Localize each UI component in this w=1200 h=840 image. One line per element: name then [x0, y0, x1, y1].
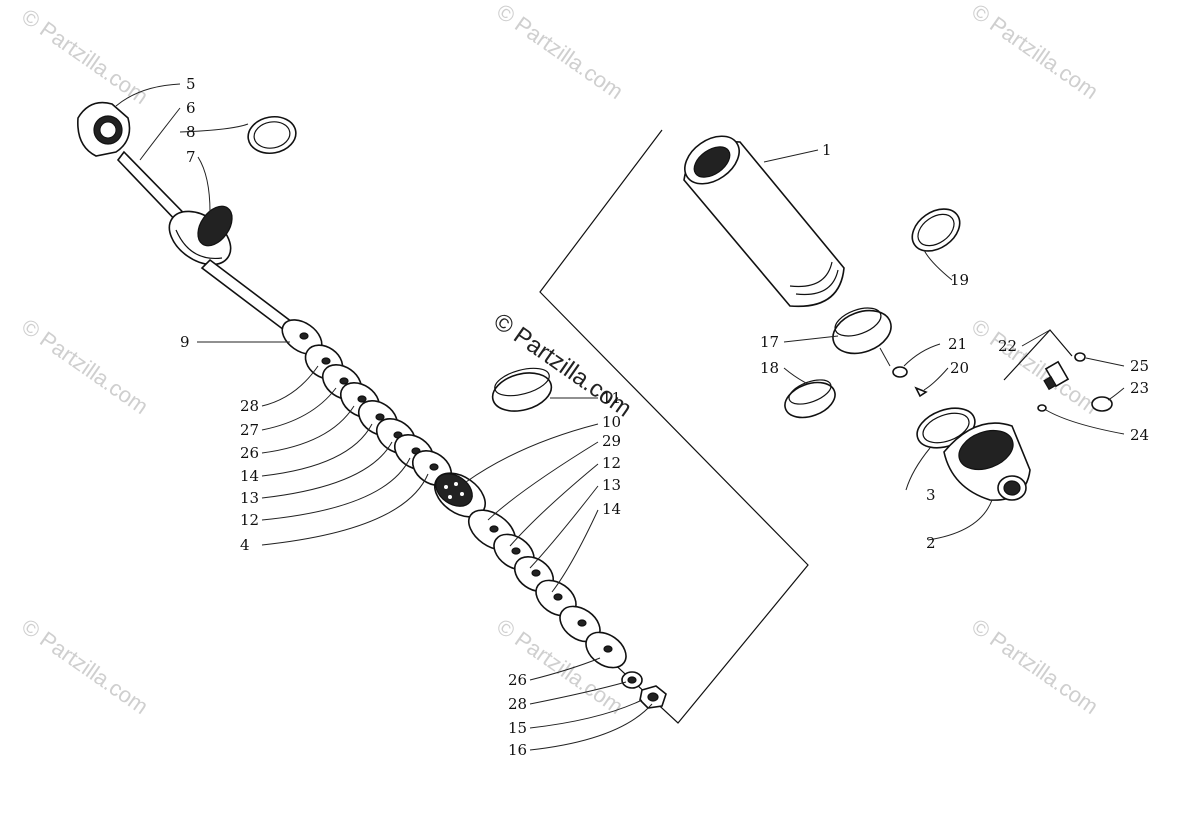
- callout-16: 16: [508, 741, 527, 759]
- piston-rod-assembly: [77, 101, 297, 332]
- adjuster-collar-part: [832, 307, 892, 355]
- small-washer-part: [892, 366, 908, 378]
- body-o-ring-part: [911, 208, 961, 252]
- o-ring-part: [247, 115, 297, 155]
- callout-26-upper: 26: [240, 444, 259, 462]
- callout-8: 8: [186, 123, 196, 141]
- callout-22: 22: [998, 337, 1017, 355]
- callout-24: 24: [1130, 426, 1149, 444]
- watermark: © Partzilla.com: [17, 4, 153, 110]
- seal-housing-part: [168, 205, 233, 266]
- callout-6: 6: [186, 99, 196, 117]
- callout-25: 25: [1130, 357, 1149, 375]
- valve-washer-stack-lower: [468, 509, 627, 669]
- watermark: © Partzilla.com: [17, 614, 153, 720]
- rod-eye-end-part: [77, 101, 131, 157]
- callout-labels: 5 6 8 7 9 28 27 26 14 13 12 4 11 10 29 1…: [180, 75, 1149, 759]
- callout-20: 20: [950, 359, 969, 377]
- callout-10: 10: [602, 413, 621, 431]
- callout-27: 27: [240, 421, 259, 439]
- callout-15: 15: [508, 719, 527, 737]
- watermark: © Partzilla.com: [967, 0, 1103, 104]
- callout-2: 2: [926, 534, 936, 552]
- callout-26-lower: 26: [508, 671, 527, 689]
- callout-28-upper: 28: [240, 397, 259, 415]
- o-ring-inner: [253, 121, 291, 149]
- callout-13-upper: 13: [240, 489, 259, 507]
- watermark: © Partzilla.com: [967, 614, 1103, 720]
- air-valve-part: [1043, 360, 1070, 391]
- callout-11: 11: [602, 389, 621, 407]
- callout-21: 21: [948, 335, 967, 353]
- callout-14-upper: 14: [240, 467, 259, 485]
- watermark: © Partzilla.com: [17, 314, 153, 420]
- lower-eye-mount-part: [943, 422, 1031, 501]
- shock-body-tube-part: [683, 135, 845, 308]
- callout-14-lower: 14: [602, 500, 621, 518]
- callout-23: 23: [1130, 379, 1149, 397]
- retaining-ring-part: [784, 381, 836, 419]
- callout-5: 5: [186, 75, 196, 93]
- small-pin-part: [914, 386, 928, 398]
- piston-ring-part: [491, 367, 553, 412]
- watermark: © Partzilla.com: [967, 314, 1103, 420]
- callout-4: 4: [240, 536, 250, 554]
- callout-19: 19: [950, 271, 969, 289]
- callout-3: 3: [926, 486, 936, 504]
- callout-12-upper: 12: [240, 511, 259, 529]
- callout-1: 1: [822, 141, 832, 159]
- callout-13-lower: 13: [602, 476, 621, 494]
- callout-12-lower: 12: [602, 454, 621, 472]
- valve-core-part: [1074, 352, 1086, 362]
- valve-seal-part: [1037, 404, 1047, 412]
- callout-9: 9: [180, 333, 190, 351]
- watermark: © Partzilla.com: [492, 0, 628, 104]
- callout-7: 7: [186, 148, 196, 166]
- callout-17: 17: [760, 333, 779, 351]
- callout-29: 29: [602, 432, 621, 450]
- valve-washer-stack-upper: [281, 319, 453, 487]
- callout-28-lower: 28: [508, 695, 527, 713]
- valve-cap-part: [1091, 396, 1113, 412]
- rod-lower-shaft-part: [200, 258, 294, 332]
- leader-lines: [115, 83, 1125, 751]
- callout-18: 18: [760, 359, 779, 377]
